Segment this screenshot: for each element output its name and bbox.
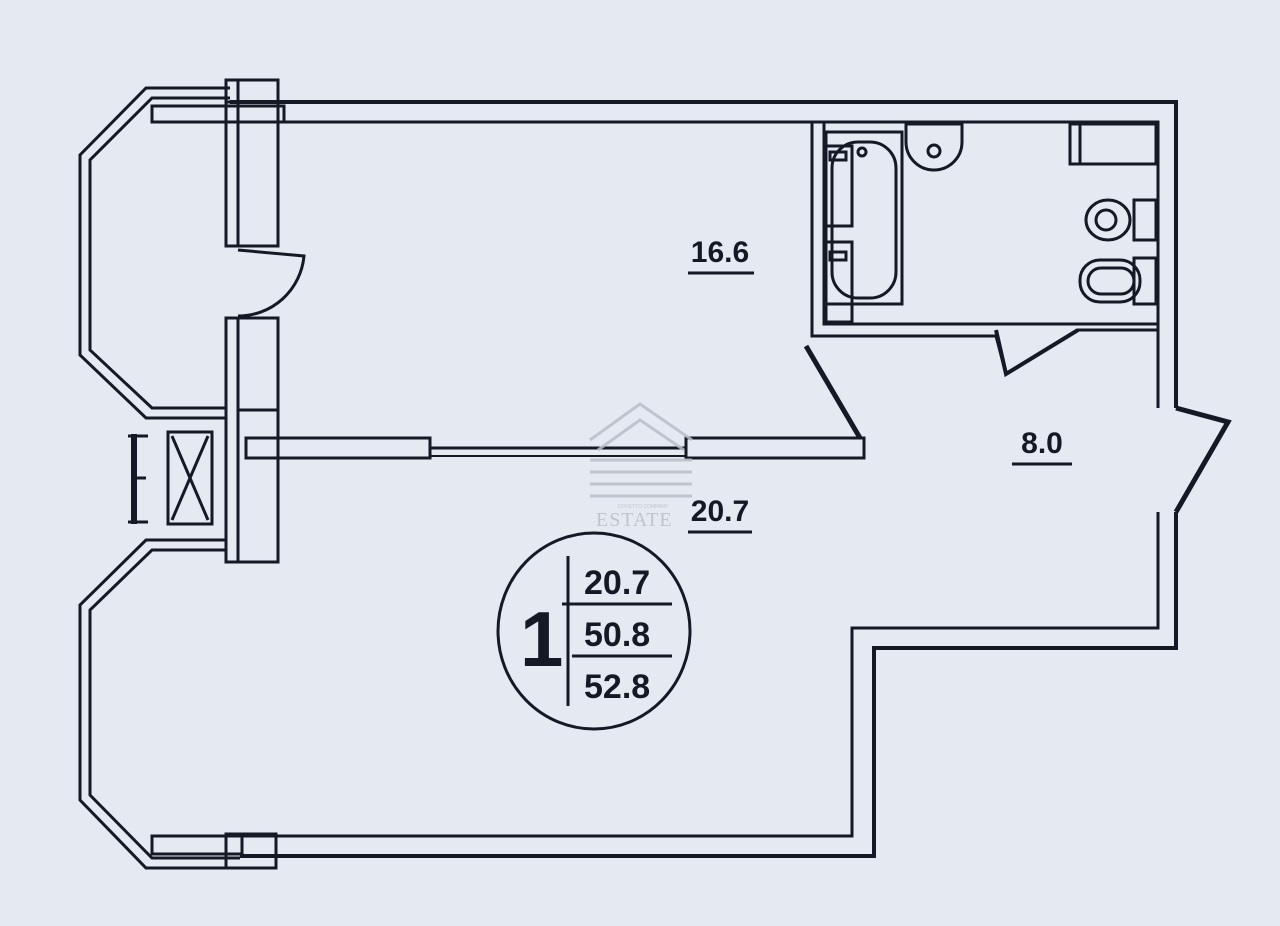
partition-left (244, 436, 432, 460)
vent-shaft-icon (166, 430, 214, 526)
bedroom-door-swing (237, 248, 306, 318)
window-frame-top (224, 78, 280, 104)
window-post-bottom (224, 832, 278, 870)
fixtures (128, 122, 1158, 526)
bathtub-shelf-upper (824, 144, 854, 228)
badge-outline (496, 531, 692, 731)
sink-basin-icon (1086, 266, 1136, 296)
sink-counter-icon (1132, 256, 1158, 306)
room-area-kitchen: 20.7 (691, 495, 749, 528)
vent-cross-2 (170, 435, 210, 521)
exterior-wall-right-lower (240, 512, 1178, 858)
area-summary-badge: 1 20.7 50.8 52.8 (496, 531, 692, 731)
bathtub-shelf-lower (824, 240, 854, 324)
wardrobe-lower (224, 316, 280, 564)
toilet-seat-icon (926, 143, 942, 159)
sink-icon (1078, 258, 1142, 304)
bathtub-icon (824, 130, 904, 306)
total-area: 50.8 (584, 616, 650, 654)
bathroom-door (994, 328, 1080, 378)
bathroom-wall-inner (822, 122, 1158, 326)
wardrobe-upper (224, 78, 280, 248)
tap-icon (828, 150, 848, 162)
bathtub-inner (830, 140, 898, 300)
area-with-balcony: 52.8 (584, 668, 650, 706)
watermark-logo-icon (589, 402, 693, 498)
room-count: 1 (520, 595, 563, 683)
room-area-bedroom: 16.6 (691, 236, 749, 269)
bidet-drain-icon (1094, 208, 1118, 232)
bidet-tank-icon (1132, 198, 1158, 242)
bay-window-upper (78, 86, 230, 420)
bay-window-lower (78, 538, 240, 870)
exterior-wall-right-lower-inner (240, 512, 1160, 838)
watermark-name: ESTATE (596, 509, 673, 531)
washer-icon (1068, 122, 1158, 166)
hall-door (803, 344, 863, 440)
toilet-icon (904, 122, 964, 172)
window-frame-bottom (150, 834, 244, 856)
window-sill-top (150, 104, 286, 124)
exterior-wall-top (230, 100, 1178, 408)
bay-window-lower-inner (88, 548, 240, 860)
entry-door (1173, 405, 1232, 514)
bidet-icon (1084, 198, 1132, 242)
partition-right (684, 436, 866, 460)
room-area-hall: 8.0 (1021, 427, 1063, 460)
exterior-wall-top-inner (280, 120, 1160, 408)
walls (78, 78, 1232, 870)
room-labels: 16.6 20.7 8.0 (688, 236, 1072, 534)
living-area: 20.7 (584, 564, 650, 602)
bathtub-drain-icon (856, 146, 868, 158)
tap-icon-2 (828, 250, 848, 262)
bay-window-upper-inner (88, 96, 230, 410)
watermark: DOVETTO COMPANY ESTATE (589, 402, 693, 531)
watermark-tagline: DOVETTO COMPANY (618, 504, 669, 510)
bathroom-wall (810, 122, 1158, 377)
